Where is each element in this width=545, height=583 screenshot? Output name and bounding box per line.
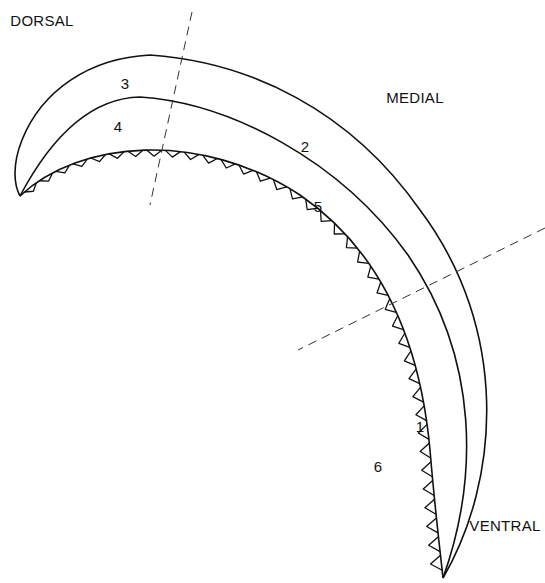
serration-tooth [147,150,162,156]
serration-tooth [420,443,430,458]
serration-tooth [56,165,70,173]
serration-tooth [290,189,303,199]
serration-tooth [409,369,420,384]
serration-tooth [377,282,388,295]
region-number: 5 [314,199,322,214]
serration-tooth [203,155,218,163]
claw-inner-edge [20,150,443,578]
region-number: 1 [416,419,424,434]
serration-tooth [40,173,53,181]
region-divider [150,12,192,205]
serration-tooth [368,266,379,279]
claw-middle-line [20,97,467,578]
serration-tooth [321,211,332,222]
serration-tooth [393,316,404,330]
serration-tooth [399,333,410,347]
region-divider [298,228,545,350]
serration-tooth [256,172,270,181]
region-number: 6 [374,459,382,474]
orientation-label: DORSAL [10,13,74,28]
serration-tooth [422,462,433,477]
serration-tooth [404,351,415,365]
serration-tooth [346,237,357,248]
serration-tooth [73,159,87,166]
serration-tooth [425,499,436,514]
serration-tooth [429,537,440,552]
serration-tooth [334,223,345,234]
orientation-label: VENTRAL [469,518,540,533]
claw-outer-edge [15,55,487,578]
serration-tooth [165,150,180,157]
serration-tooth [431,555,443,570]
serration-tooth [413,387,424,402]
serration-tooth [427,518,438,533]
serration-teeth [24,150,442,570]
serration-tooth [423,481,434,496]
serration-tooth [385,299,396,313]
serration-tooth [24,183,36,192]
serration-tooth [274,180,287,190]
region-number: 3 [121,76,129,91]
serration-tooth [91,155,106,162]
serration-tooth [358,251,369,263]
serration-tooth [239,165,253,174]
region-number: 4 [114,119,122,134]
region-number: 2 [301,139,309,154]
orientation-label: MEDIAL [386,90,444,105]
serration-tooth [109,152,124,159]
serration-tooth [221,159,235,168]
serration-tooth [184,152,199,159]
serration-tooth [128,150,143,156]
